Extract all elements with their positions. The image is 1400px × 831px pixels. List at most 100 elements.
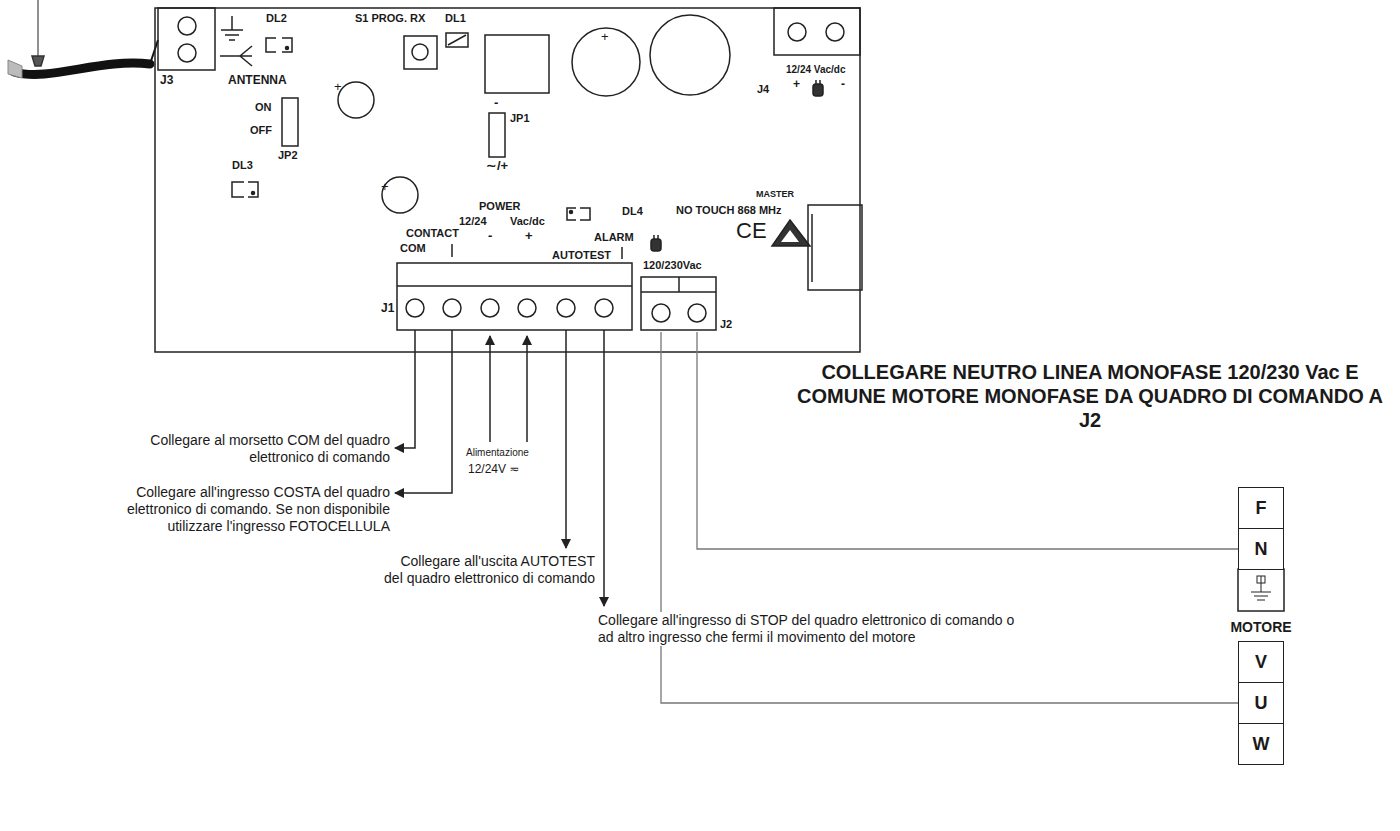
board-label: ON (255, 102, 272, 113)
board-label: COM (400, 243, 426, 254)
board-circle (252, 192, 255, 195)
terminal-box: N (1238, 528, 1284, 570)
board-label: - (494, 96, 498, 109)
board-line (231, 16, 233, 30)
board-rect (282, 98, 298, 146)
callout-text: Collegare all'ingresso COSTA del quadro … (108, 484, 390, 534)
board-label: - (488, 229, 492, 242)
board-rect (446, 33, 468, 47)
board-label: ANTENNA (228, 74, 287, 86)
callout-text: MOTORE (1226, 619, 1296, 636)
board-label: J1 (381, 302, 394, 314)
board-rect (485, 35, 549, 93)
board-path (232, 182, 258, 197)
board-path (32, 56, 44, 66)
board-rect (1238, 569, 1284, 611)
board-label: NO TOUCH 868 MHz (676, 205, 782, 216)
board-label: Vac/dc (510, 216, 545, 227)
board-circle (481, 299, 499, 317)
terminal-letter: W (1253, 734, 1270, 755)
board-line (229, 39, 235, 41)
board-line (1251, 592, 1271, 593)
board-label: 12/24 Vac/dc (786, 65, 846, 75)
board-rect (808, 205, 862, 290)
board-path (266, 38, 292, 52)
board-circle (286, 47, 289, 50)
terminal-block: 120/230VacJ2 (638, 256, 738, 332)
board-rect (404, 36, 437, 69)
board-rect (813, 84, 823, 96)
board-path (14, 63, 150, 74)
board-path (489, 336, 491, 442)
board-circle (412, 44, 428, 60)
board-label: JP1 (510, 113, 530, 124)
board-path (395, 330, 452, 493)
board-path (567, 208, 590, 220)
board-line (1257, 600, 1265, 601)
board-circle (650, 15, 730, 95)
board-rect (158, 8, 215, 70)
board-label: ∼/+ (486, 159, 508, 172)
callout-text: Collegare al morsetto COM del quadro ele… (126, 432, 390, 466)
terminal-block-part (641, 277, 716, 330)
board-label: AUTOTEST (552, 250, 611, 261)
board-line (811, 214, 813, 282)
board-line (1254, 596, 1268, 597)
board-circle (178, 44, 196, 62)
board-label: DL4 (622, 206, 643, 217)
terminal-block-part (652, 304, 670, 322)
board-label: ALARM (594, 232, 634, 243)
board-label: + (793, 78, 800, 90)
board-label: J4 (757, 84, 769, 95)
board-circle (406, 299, 424, 317)
board-rect (155, 8, 860, 352)
board-circle (382, 177, 418, 213)
board-line (653, 235, 655, 239)
board-label: POWER (479, 201, 521, 212)
board-line (225, 34, 239, 36)
board-label: DL3 (232, 160, 253, 171)
board-label: S1 PROG. RX (355, 13, 425, 24)
board-g (8, 0, 1284, 611)
board-label: OFF (250, 125, 272, 136)
board-line (221, 29, 243, 31)
board-rect (1257, 576, 1265, 583)
board-line (657, 235, 659, 239)
terminal-block-part (641, 277, 716, 330)
terminal-box: U (1238, 682, 1284, 724)
board-label: + (525, 229, 533, 242)
board-line (397, 285, 632, 287)
board-rect (397, 263, 632, 330)
terminal-label: J2 (720, 318, 732, 330)
terminal-block-part (688, 304, 706, 322)
terminal-box: W (1238, 723, 1284, 765)
board-line (451, 244, 453, 257)
terminal-letter: N (1255, 539, 1268, 560)
board-line (819, 80, 821, 84)
board-path (526, 336, 528, 442)
board-label: - (841, 78, 845, 90)
board-circle (572, 28, 640, 96)
board-path (150, 40, 158, 64)
board-circle (595, 299, 613, 317)
board-path (240, 46, 252, 66)
board-path (781, 230, 799, 242)
board-circle (178, 17, 196, 35)
board-circle (443, 299, 461, 317)
board-label: + (601, 30, 609, 43)
callout-text: Collegare all'ingresso di STOP del quadr… (598, 612, 1028, 646)
board-label: 12/24 (459, 216, 487, 227)
board-circle (788, 23, 806, 41)
board-rect (489, 113, 505, 157)
board-label: DL2 (266, 13, 287, 24)
board-line (448, 35, 466, 45)
board-path (772, 220, 810, 246)
board-circle (826, 23, 844, 41)
callout-text: COLLEGARE NEUTRO LINEA MONOFASE 120/230 … (788, 360, 1392, 432)
board-circle (518, 299, 536, 317)
board-path (395, 330, 415, 448)
board-label: 12/24V ≂ (468, 463, 519, 475)
board-line (38, 0, 39, 56)
board-line (621, 247, 623, 259)
board-label: DL1 (445, 13, 466, 24)
